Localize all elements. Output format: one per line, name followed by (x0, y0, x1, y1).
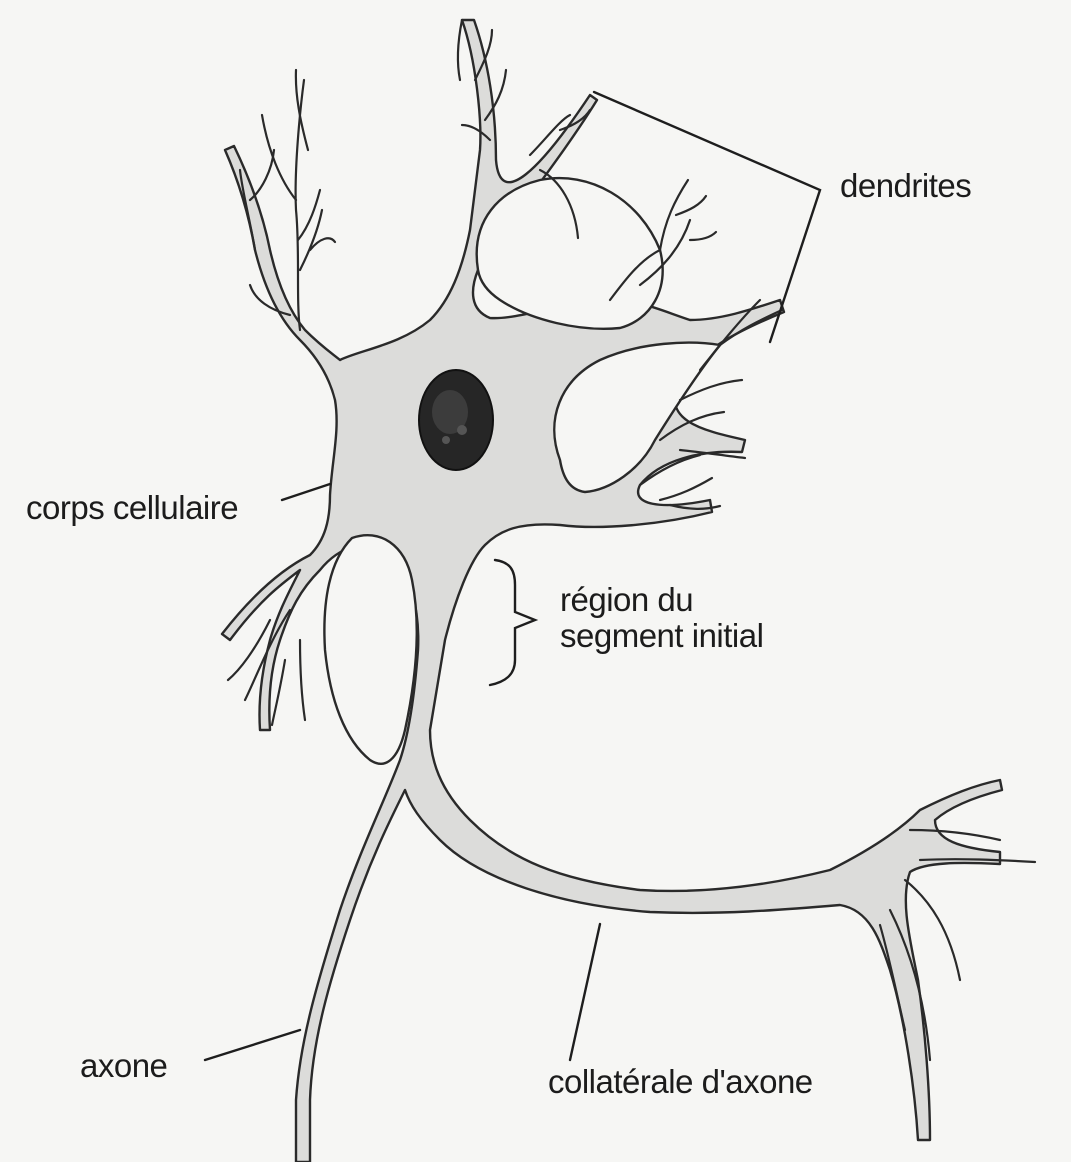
collateral-leader (570, 924, 600, 1060)
label-axon: axone (80, 1048, 167, 1084)
label-dendrites: dendrites (840, 168, 971, 204)
label-initial-segment: région du segment initial (560, 582, 763, 653)
cell-body-leader (282, 484, 330, 500)
label-initial-segment-line2: segment initial (560, 618, 763, 654)
axon-leader (205, 1030, 300, 1060)
label-initial-segment-line1: région du (560, 582, 763, 618)
dendrite-loop-upper-right (477, 178, 663, 329)
label-axon-collateral: collatérale d'axone (548, 1064, 813, 1100)
label-cell-body: corps cellulaire (26, 490, 238, 526)
axon-hillock-gap (324, 535, 416, 764)
initial-segment-bracket (490, 560, 535, 685)
nucleus (419, 370, 493, 470)
